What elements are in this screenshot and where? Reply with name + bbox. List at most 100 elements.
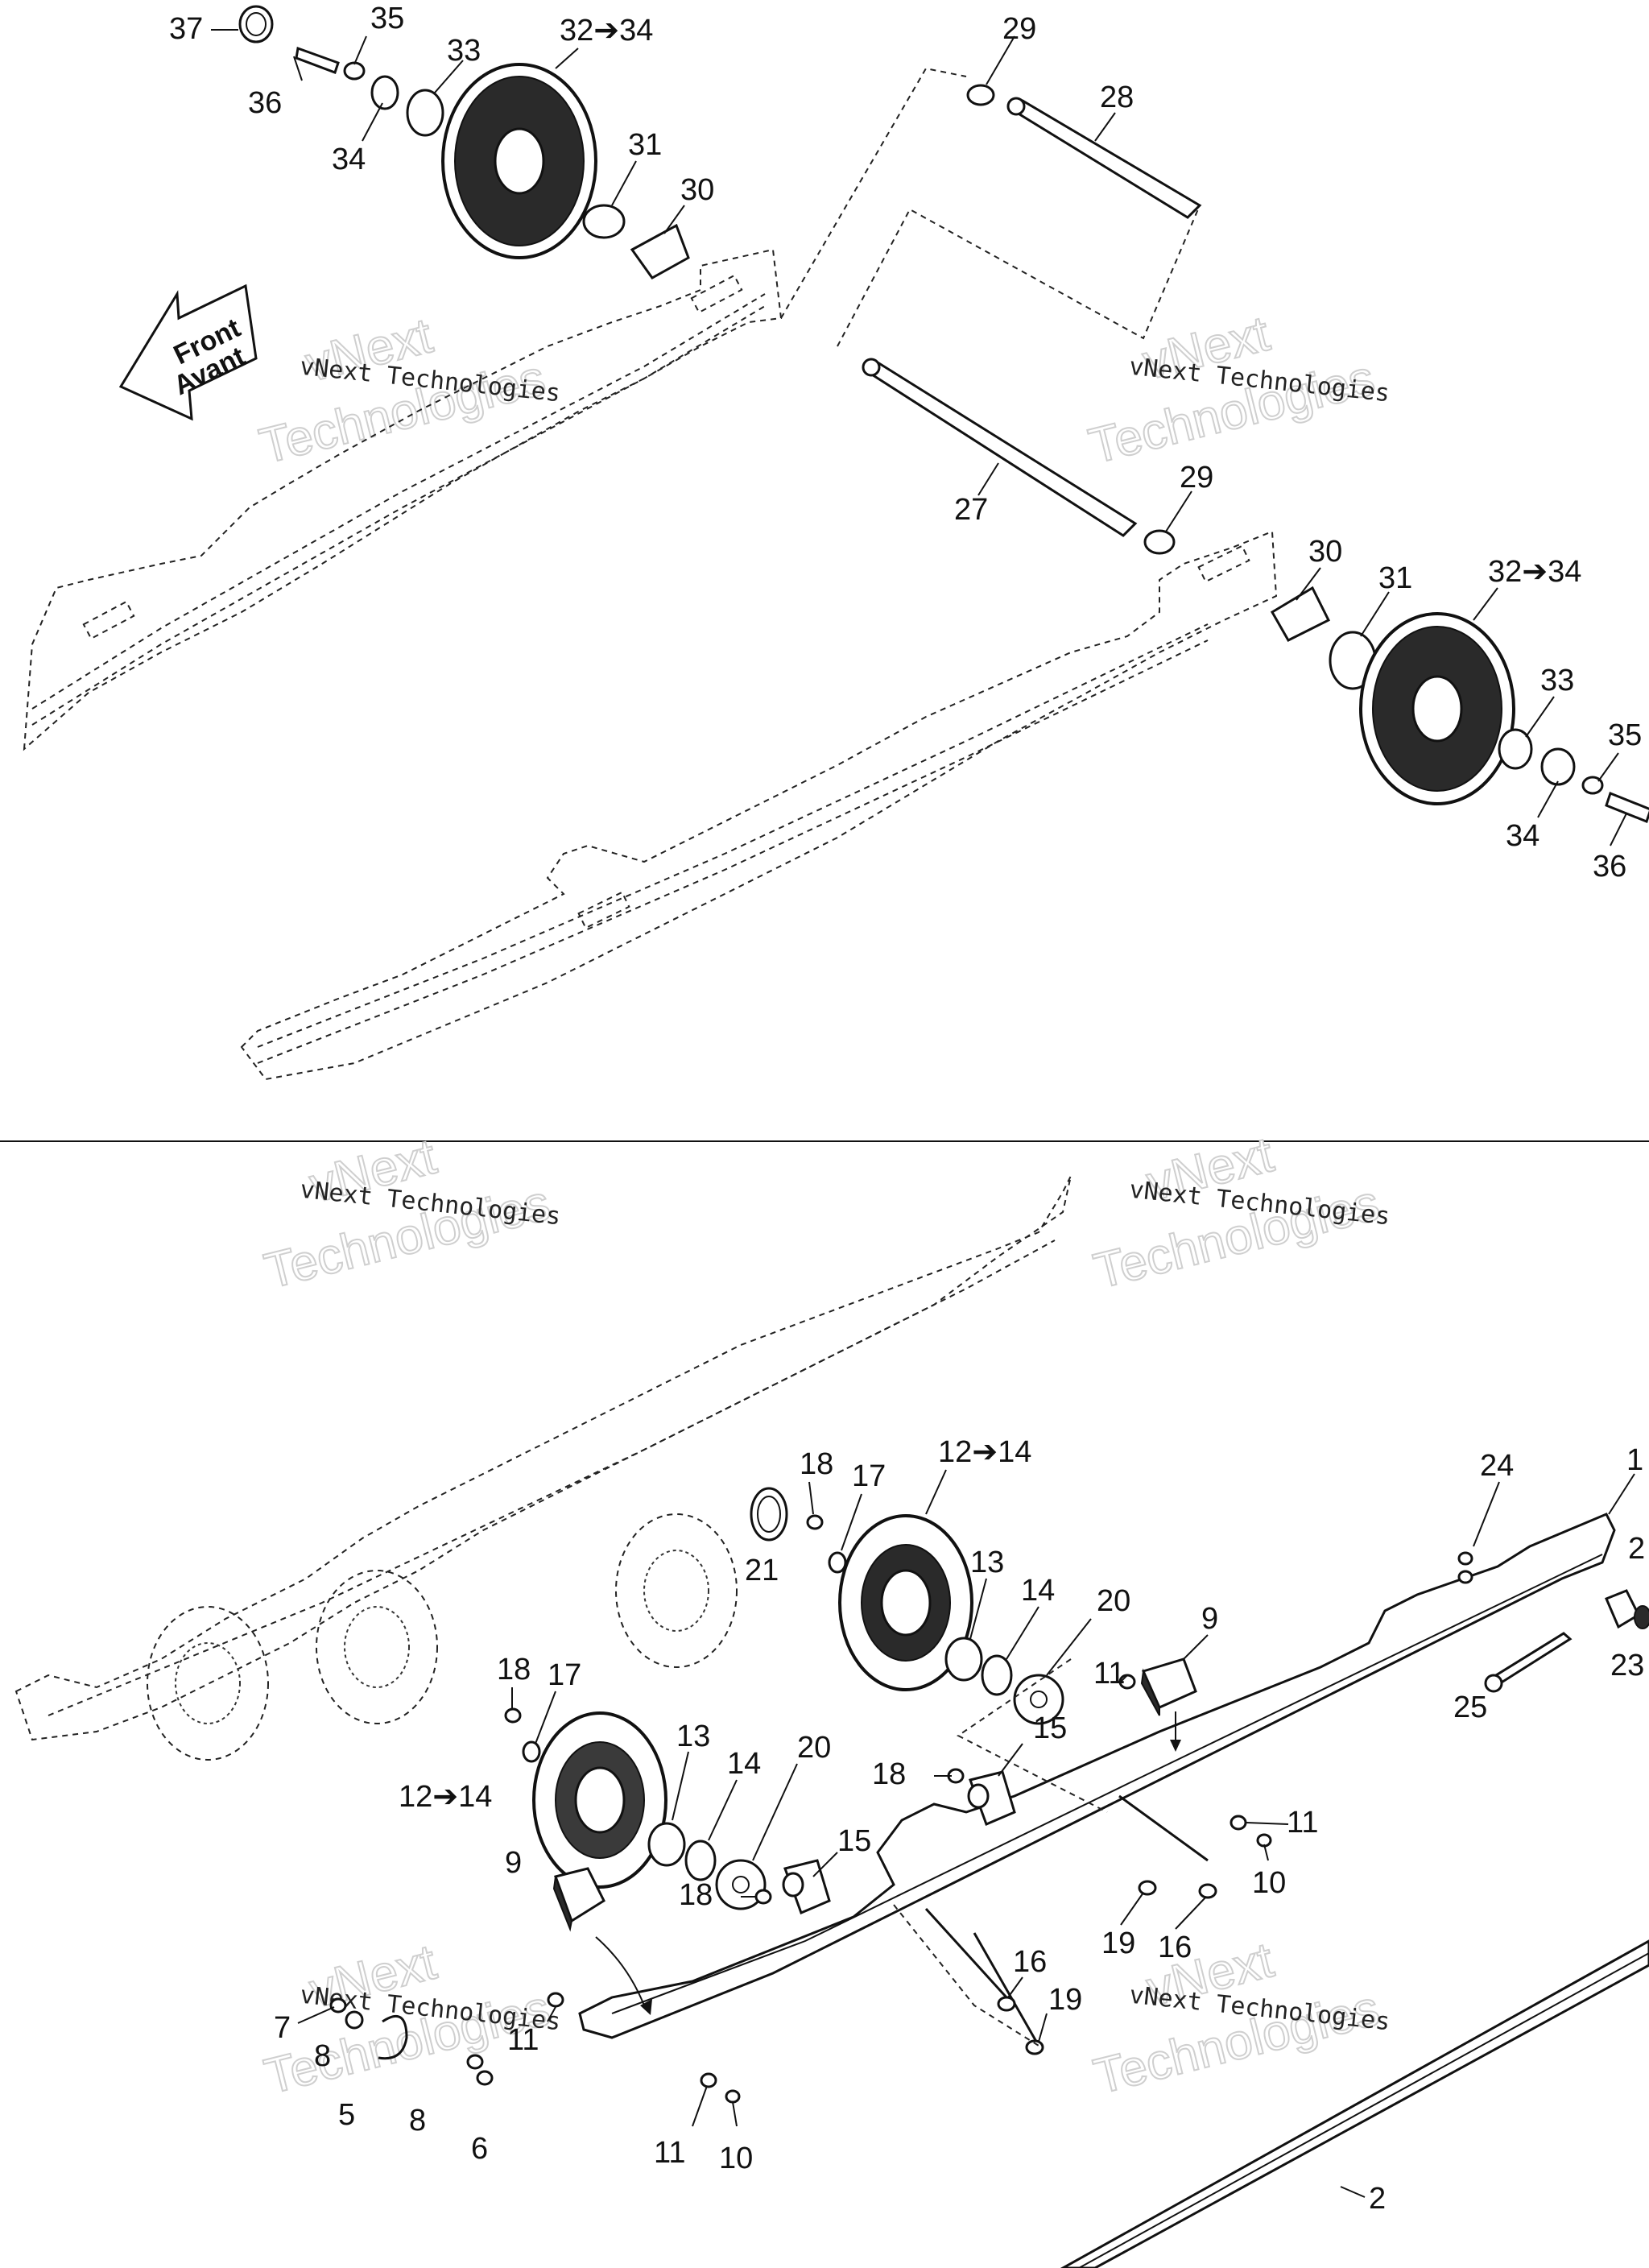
left-rail-phantom [23,248,783,751]
callout-20b: 20 [797,1731,831,1765]
nut-24a [1457,1551,1473,1566]
nut-18b [504,1707,522,1724]
bolt-16-lower-head [997,1996,1016,2012]
guide-line-1 [780,67,967,319]
callout-18d: 18 [679,1878,713,1912]
bolt-19-upper-head [1138,1880,1157,1896]
callout-32-34-right: 32➔34 [1488,555,1581,589]
wheel-assembly-right [1270,586,1649,823]
washer-29-bottom [1143,529,1176,555]
nut-18d [754,1889,772,1905]
callout-29-bottom: 29 [1180,461,1213,495]
axle-27 [862,358,1138,537]
axle-holder-15-lower [782,1859,831,1915]
callout-15-upper: 15 [1033,1711,1067,1745]
idler-wheel-upper [838,1514,973,1691]
callout-17a: 17 [852,1459,886,1493]
ring-14-lower [684,1840,717,1881]
washer-11c [547,1992,564,2008]
callout-11a: 11 [1093,1657,1125,1691]
callout-36: 36 [248,86,282,120]
callout-14a: 14 [1021,1574,1055,1608]
callout-29-top: 29 [1002,12,1036,46]
bottom-leader-lines [297,1469,1635,2198]
arrowhead-9 [640,1999,652,2015]
callout-31: 31 [628,128,662,162]
bolt-16-upper [1118,1794,1209,1862]
callout-19-lower: 19 [1048,1983,1082,2017]
rear-rail-phantom [14,1175,1072,1761]
callout-1: 1 [1626,1443,1643,1477]
top-leader-lines [211,29,1627,846]
guide-line-2 [837,205,1201,347]
arrow-9-to-rail [595,1936,645,2006]
callout-8a: 8 [314,2039,331,2073]
callout-11c: 11 [507,2023,539,2057]
callout-17b: 17 [548,1658,581,1692]
callout-7: 7 [274,2011,291,2045]
washer-11d [700,2072,717,2088]
callout-24: 24 [1480,1449,1514,1483]
callout-27: 27 [954,493,988,527]
callout-5: 5 [338,2098,355,2132]
washer-17-upper [828,1551,847,1574]
washer-17-lower [522,1740,541,1763]
callout-30-right: 30 [1308,535,1342,569]
callout-9-upper: 9 [1201,1602,1218,1636]
washer-11b [1230,1815,1247,1831]
callout-34-right: 34 [1506,819,1539,853]
callout-14b: 14 [727,1747,761,1781]
slide-rail-1 [578,1513,1616,2039]
callout-6: 6 [471,2132,488,2166]
bolt-10a [1256,1833,1272,1848]
callout-18b: 18 [497,1653,531,1687]
callout-34: 34 [332,143,366,176]
bumper-23 [1605,1589,1649,1629]
bolt-16-lower [924,1907,1008,1999]
callout-25: 25 [1453,1691,1487,1724]
washer-29-top [966,84,995,106]
callout-10b: 10 [719,2142,753,2175]
front-direction-arrow: Front Avant [118,284,258,421]
callout-2-bumper: 2 [1628,1532,1645,1566]
bearing-13-upper [944,1637,983,1682]
callout-15-lower: 15 [837,1824,871,1858]
callout-20a: 20 [1097,1584,1130,1618]
bolt-19-lower [973,1932,1040,2047]
wear-strip-2 [1060,1939,1649,2268]
callout-19-upper: 19 [1101,1927,1135,1960]
bolt-25 [1484,1632,1573,1693]
callout-11b: 11 [1287,1806,1318,1840]
callout-31-right: 31 [1378,561,1412,595]
nut-24b [1457,1570,1473,1584]
callout-35-right: 35 [1608,718,1642,752]
top-callouts: 37 35 36 33 34 32➔34 31 30 29 28 27 29 3… [169,2,1642,884]
bearing-13-lower [647,1822,686,1867]
guide-line-4 [893,1904,1039,2047]
callout-33-right: 33 [1540,664,1574,697]
callout-36-right: 36 [1593,850,1626,884]
axle-28 [1006,97,1202,219]
callout-32-34: 32➔34 [560,14,653,48]
idler-wheel-lower [532,1711,667,1889]
callout-18c: 18 [872,1757,906,1791]
callout-9-lower: 9 [505,1846,522,1880]
rear-hardware-5-8 [329,1997,494,2086]
bolt-19-lower-head [1025,2039,1044,2055]
nut-18a [806,1514,824,1530]
bottom-callouts: 1 24 2 23 25 18 17 12➔14 21 13 14 20 9 1… [274,1435,1645,2216]
bracket-9-lower [552,1867,605,1932]
callout-11d: 11 [654,2136,685,2170]
callout-16-upper: 16 [1158,1931,1192,1964]
callout-37: 37 [169,12,203,46]
callout-35: 35 [370,2,404,35]
ring-14-upper [981,1654,1013,1696]
callout-2-wear-strip: 2 [1369,2182,1386,2216]
guide-line-3 [957,1658,1108,1813]
wheel-assembly-top-left [238,5,690,279]
callout-30: 30 [680,173,714,207]
axle-holder-15-upper [967,1770,1016,1827]
callout-28: 28 [1100,81,1134,114]
